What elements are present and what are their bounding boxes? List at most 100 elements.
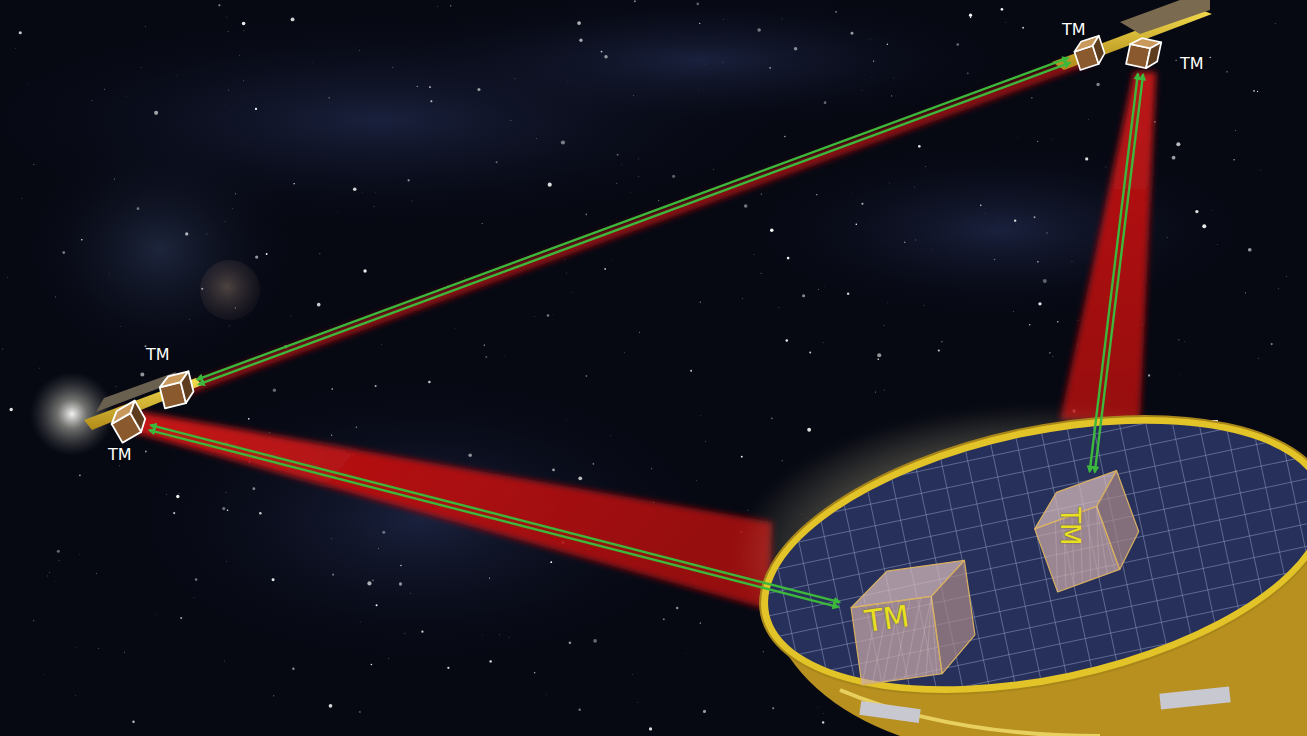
test-mass: TM bbox=[1073, 37, 1105, 69]
star bbox=[1096, 83, 1099, 86]
star bbox=[1077, 320, 1079, 322]
star bbox=[856, 224, 858, 226]
star bbox=[58, 559, 60, 561]
star bbox=[47, 575, 49, 577]
star bbox=[1195, 210, 1198, 213]
star bbox=[1176, 142, 1180, 146]
star bbox=[447, 667, 449, 669]
spacecraft-bottom bbox=[734, 368, 1307, 736]
star bbox=[7, 276, 9, 278]
star bbox=[410, 592, 412, 594]
star bbox=[723, 18, 725, 20]
star bbox=[611, 260, 613, 262]
star bbox=[634, 0, 636, 2]
star bbox=[1202, 224, 1206, 228]
grid-line bbox=[1294, 369, 1307, 623]
star bbox=[1029, 324, 1030, 325]
star bbox=[835, 11, 837, 13]
star bbox=[770, 229, 774, 233]
star bbox=[223, 660, 225, 662]
laser-beam bbox=[180, 58, 1092, 392]
star bbox=[373, 206, 375, 208]
star bbox=[744, 204, 748, 208]
star bbox=[514, 78, 516, 80]
star bbox=[1274, 23, 1276, 25]
test-mass: TM bbox=[843, 558, 978, 688]
cube-shape bbox=[154, 368, 198, 412]
hull-rim bbox=[840, 690, 1100, 736]
grid-line bbox=[757, 475, 1307, 596]
grid-line bbox=[1268, 375, 1307, 629]
grid-line bbox=[989, 434, 1043, 688]
star bbox=[57, 550, 60, 553]
star bbox=[760, 272, 762, 274]
star bbox=[705, 63, 707, 65]
star bbox=[1184, 341, 1186, 343]
star bbox=[1031, 97, 1032, 98]
star bbox=[925, 166, 927, 168]
test-mass-label: TM bbox=[146, 346, 170, 364]
star bbox=[700, 415, 702, 417]
star bbox=[484, 344, 485, 345]
star bbox=[185, 232, 188, 235]
star bbox=[375, 191, 377, 193]
laser-link-line bbox=[199, 63, 1070, 385]
star bbox=[877, 353, 881, 357]
cube-hatch bbox=[1093, 506, 1120, 571]
star bbox=[193, 597, 195, 599]
star bbox=[62, 251, 65, 254]
star bbox=[1260, 170, 1262, 172]
star bbox=[450, 5, 451, 6]
star bbox=[637, 701, 639, 703]
test-mass-label: TM bbox=[1056, 502, 1085, 550]
star bbox=[176, 495, 179, 498]
star bbox=[381, 343, 383, 345]
star bbox=[9, 408, 12, 411]
star bbox=[713, 168, 715, 170]
star bbox=[227, 31, 229, 33]
star bbox=[166, 493, 168, 495]
grid-line bbox=[762, 497, 1307, 618]
star bbox=[447, 285, 449, 287]
laser-link-arrow bbox=[1090, 74, 1143, 473]
star bbox=[1210, 57, 1211, 58]
cube-hatch bbox=[926, 596, 942, 674]
star bbox=[997, 217, 999, 219]
star bbox=[145, 451, 147, 453]
star bbox=[586, 375, 588, 377]
star bbox=[91, 99, 93, 101]
star bbox=[1037, 261, 1039, 263]
test-mass: TM bbox=[158, 372, 194, 408]
star bbox=[104, 88, 106, 90]
cube-face bbox=[1088, 470, 1149, 569]
grid-line bbox=[734, 368, 1301, 489]
star bbox=[21, 198, 23, 200]
cube-shape bbox=[1123, 33, 1163, 73]
star bbox=[235, 193, 236, 194]
star bbox=[1154, 121, 1155, 122]
star bbox=[851, 193, 853, 195]
star bbox=[1166, 236, 1168, 238]
star bbox=[1051, 138, 1053, 140]
star bbox=[1017, 137, 1019, 139]
star bbox=[999, 165, 1001, 167]
star bbox=[55, 580, 57, 582]
star bbox=[637, 158, 639, 160]
star bbox=[822, 713, 824, 715]
star bbox=[703, 710, 706, 713]
laser-link-arrow bbox=[197, 58, 1070, 385]
star bbox=[337, 211, 339, 213]
star bbox=[360, 621, 362, 623]
star bbox=[1046, 232, 1048, 234]
star bbox=[753, 253, 755, 255]
star bbox=[228, 325, 230, 327]
star bbox=[747, 509, 749, 511]
star bbox=[468, 453, 472, 457]
star bbox=[891, 95, 892, 96]
star bbox=[658, 200, 659, 201]
star bbox=[769, 67, 771, 69]
star bbox=[861, 203, 863, 205]
star bbox=[809, 352, 811, 354]
star bbox=[363, 269, 366, 272]
cube-face bbox=[1146, 40, 1161, 70]
